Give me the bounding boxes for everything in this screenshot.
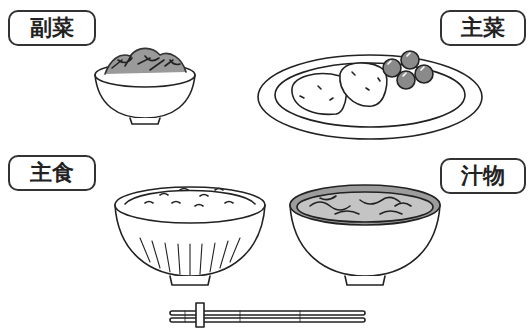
fried-piece	[292, 74, 347, 115]
plate-inner	[275, 63, 465, 127]
rice-bowl	[115, 187, 265, 285]
dish-label: 主食	[30, 158, 74, 188]
bowl-foot	[170, 276, 210, 285]
fried-texture	[300, 72, 380, 100]
soup-surface	[297, 192, 433, 222]
soup-ingredients	[310, 196, 411, 214]
chopsticks	[170, 303, 365, 327]
dish-label-box: 主菜	[440, 10, 526, 46]
side-dish-food	[105, 48, 186, 74]
soup-bowl	[290, 185, 440, 285]
dish-label-box: 副菜	[8, 10, 96, 46]
rice-grains	[145, 189, 233, 207]
dish-label-box: 主食	[8, 155, 96, 191]
bowl-rim	[290, 185, 440, 225]
chopstick-rest	[196, 303, 204, 327]
fried-piece	[340, 63, 387, 106]
dish-label: 副菜	[30, 13, 74, 43]
tomato-shine	[388, 53, 424, 76]
main-dish-plate	[258, 51, 482, 139]
side-dish-bowl	[95, 48, 195, 124]
bowl-rim	[115, 187, 265, 223]
plate-rim	[258, 55, 482, 139]
dish-label-box: 汁物	[440, 158, 526, 194]
side-dish-strands	[112, 56, 180, 70]
bowl-stripes	[140, 238, 240, 275]
bowl-foot	[130, 118, 160, 124]
dish-label: 汁物	[461, 161, 505, 191]
rice-mound	[125, 191, 255, 205]
dish-label: 主菜	[461, 13, 505, 43]
bowl-foot	[345, 276, 385, 285]
